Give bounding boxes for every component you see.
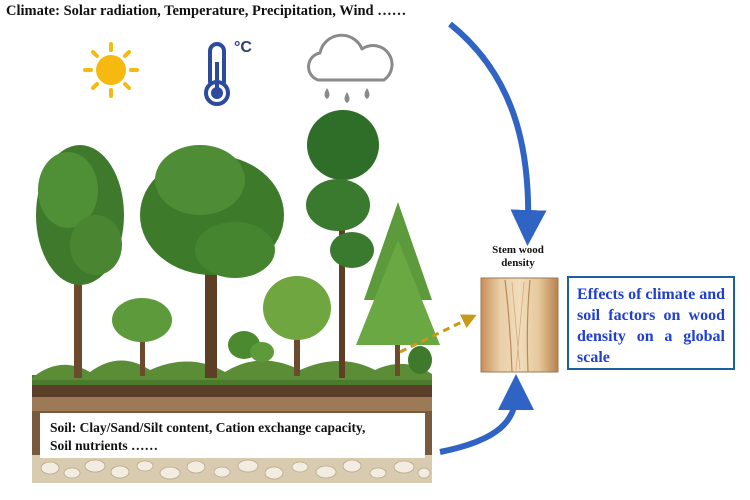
soil-line1: Soil: Clay/Sand/Silt content, Cation exc…: [50, 419, 415, 437]
sun-icon: [85, 44, 137, 96]
thermometer-icon: [206, 44, 228, 104]
stem-label-line1: Stem wood: [478, 244, 558, 257]
celsius-label: °C: [234, 39, 252, 57]
climate-arrow: [450, 24, 528, 228]
stem-wood-density-label: Stem wood density: [478, 244, 558, 270]
stem-wood-image: [481, 278, 558, 372]
rain-cloud-icon: [309, 35, 392, 103]
stem-label-line2: density: [478, 257, 558, 270]
effects-box: Effects of climate and soil factors on w…: [567, 276, 735, 370]
soil-line2: Soil nutrients ……: [50, 437, 415, 455]
soil-arrow: [440, 392, 516, 452]
soil-label-box: Soil: Clay/Sand/Silt content, Cation exc…: [40, 413, 425, 458]
